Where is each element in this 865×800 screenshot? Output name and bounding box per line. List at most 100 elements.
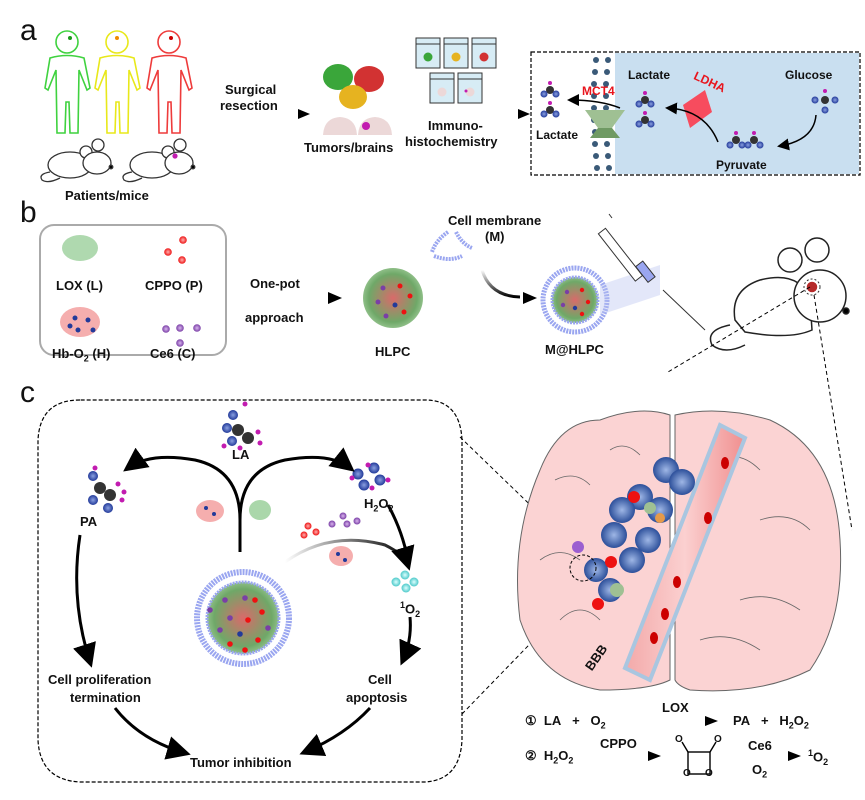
tumors-label: Tumors/brains xyxy=(304,140,394,155)
tumor-samples xyxy=(323,64,392,135)
lox-label: LOX (L) xyxy=(56,278,103,293)
reaction2: ② H2O2 xyxy=(525,748,573,766)
ce6-particles-icon xyxy=(162,324,201,347)
termination-label: termination xyxy=(70,690,141,705)
patients-label: Patients/mice xyxy=(65,188,149,203)
reaction1: ① LA + O2 xyxy=(525,713,606,731)
so-sub: 2 xyxy=(415,608,421,619)
r2-o-sub: 2 xyxy=(568,755,574,766)
glucose-molecule xyxy=(811,89,839,114)
glucose-label: Glucose xyxy=(785,68,833,82)
mechanism-arrows xyxy=(73,447,422,760)
released-particles xyxy=(300,512,361,539)
reaction1-products: PA + H2O2 xyxy=(733,713,809,731)
mouse-icon xyxy=(122,138,196,183)
panel-letter-c: c xyxy=(20,376,35,409)
lactate-in-label: Lactate xyxy=(628,68,671,82)
r2-h-sub: 2 xyxy=(553,755,559,766)
dioxetanedione-structure xyxy=(681,741,717,775)
central-m-hlpc xyxy=(194,569,292,667)
cppo-particles-icon xyxy=(164,236,187,264)
hb-suffix: (H) xyxy=(88,346,111,361)
r2-ce6: Ce6 xyxy=(748,738,772,753)
la-molecule xyxy=(221,401,263,451)
r2-o2b-sub: 2 xyxy=(762,769,768,780)
apoptosis-cell-label: Cell xyxy=(368,672,392,687)
r2-catalyst: CPPO xyxy=(600,736,637,751)
r1-o2-sub: 2 xyxy=(803,720,809,731)
r2-product: 1O2 xyxy=(808,748,828,767)
approach-label: approach xyxy=(245,310,304,325)
r2-prod-sup: 1 xyxy=(808,748,814,758)
apoptosis-label: apoptosis xyxy=(346,690,408,705)
patient-yellow xyxy=(94,30,141,134)
hb-o2-protein-icon xyxy=(60,307,100,337)
mct4-label: MCT4 xyxy=(582,84,615,98)
h2o2-label: H2O2 xyxy=(364,496,394,514)
r2-h: H xyxy=(543,748,554,763)
cppo-label: CPPO (P) xyxy=(145,278,203,293)
r2-prod-sub: 2 xyxy=(823,756,829,767)
r1-plus2: + xyxy=(760,713,769,728)
hlpc-nanoparticle xyxy=(363,268,423,328)
r1-pa: PA xyxy=(733,713,751,728)
ihc-slides xyxy=(415,37,497,104)
singlet-oxygen-label: 1O2 xyxy=(400,600,420,619)
r1-catalyst: LOX xyxy=(662,700,689,715)
membrane-abbr-label: (M) xyxy=(485,229,505,244)
mouse-icon xyxy=(709,237,850,351)
r2-o2b: O xyxy=(752,762,763,777)
membrane-label: Cell membrane xyxy=(448,213,542,228)
resection-label: resection xyxy=(220,98,278,113)
pathway-box xyxy=(530,51,861,176)
r1-la: LA xyxy=(543,713,562,728)
r1-o: O xyxy=(590,713,601,728)
one-pot-label: One-pot xyxy=(250,276,300,291)
r1-num: ① xyxy=(525,713,537,728)
brain-illustration xyxy=(517,410,842,692)
r2-o-left: O xyxy=(675,734,683,745)
h2o2-h: H xyxy=(364,496,374,511)
hlpc-label: HLPC xyxy=(375,344,411,359)
panel-letter-a: a xyxy=(20,14,37,47)
syringe-icon xyxy=(597,213,706,331)
lactate-molecule-in xyxy=(635,91,655,128)
h2o2-sub2: 2 xyxy=(388,503,394,514)
r2-o-br: O xyxy=(705,768,713,779)
so-sup: 1 xyxy=(400,600,406,610)
la-label: LA xyxy=(232,447,250,462)
mechanism-box xyxy=(37,399,463,783)
surgical-label: Surgical xyxy=(225,82,277,97)
r1-plus: + xyxy=(572,713,580,728)
pa-molecule xyxy=(88,465,127,513)
r1-o-sub: 2 xyxy=(600,720,606,731)
r1-o2: O xyxy=(793,713,804,728)
h2o2-sub1: 2 xyxy=(373,503,379,514)
h2o2-molecule xyxy=(349,462,391,491)
r1-h-sub: 2 xyxy=(788,720,794,731)
m-hlpc-label: M@HLPC xyxy=(545,342,604,357)
ihc-label-2: histochemistry xyxy=(405,134,498,149)
patient-red xyxy=(146,30,193,134)
pyruvate-label: Pyruvate xyxy=(716,158,767,172)
r2-o-bl: O xyxy=(683,768,691,779)
r1-h: H xyxy=(779,713,789,728)
so-o: O xyxy=(405,601,416,617)
r2-o2-below: O2 xyxy=(752,762,767,780)
singlet-oxygen-molecule xyxy=(391,570,419,593)
pa-label: PA xyxy=(80,514,98,529)
pyruvate-molecule xyxy=(726,131,764,149)
panel-letter-b: b xyxy=(20,196,37,229)
hb-sub: 2 xyxy=(83,353,89,364)
ce6-label: Ce6 (C) xyxy=(150,346,196,361)
lactate-molecule-out xyxy=(540,81,560,118)
patient-green xyxy=(44,30,91,134)
r2-prod-o: O xyxy=(813,749,824,765)
r2-o-right: O xyxy=(714,734,722,745)
hb-o2-label: Hb-O2 (H) xyxy=(52,346,110,364)
r2-o: O xyxy=(558,748,569,763)
hb-text: Hb-O xyxy=(52,346,84,361)
mouse-icon xyxy=(40,138,114,183)
ihc-label: Immuno- xyxy=(428,118,483,133)
